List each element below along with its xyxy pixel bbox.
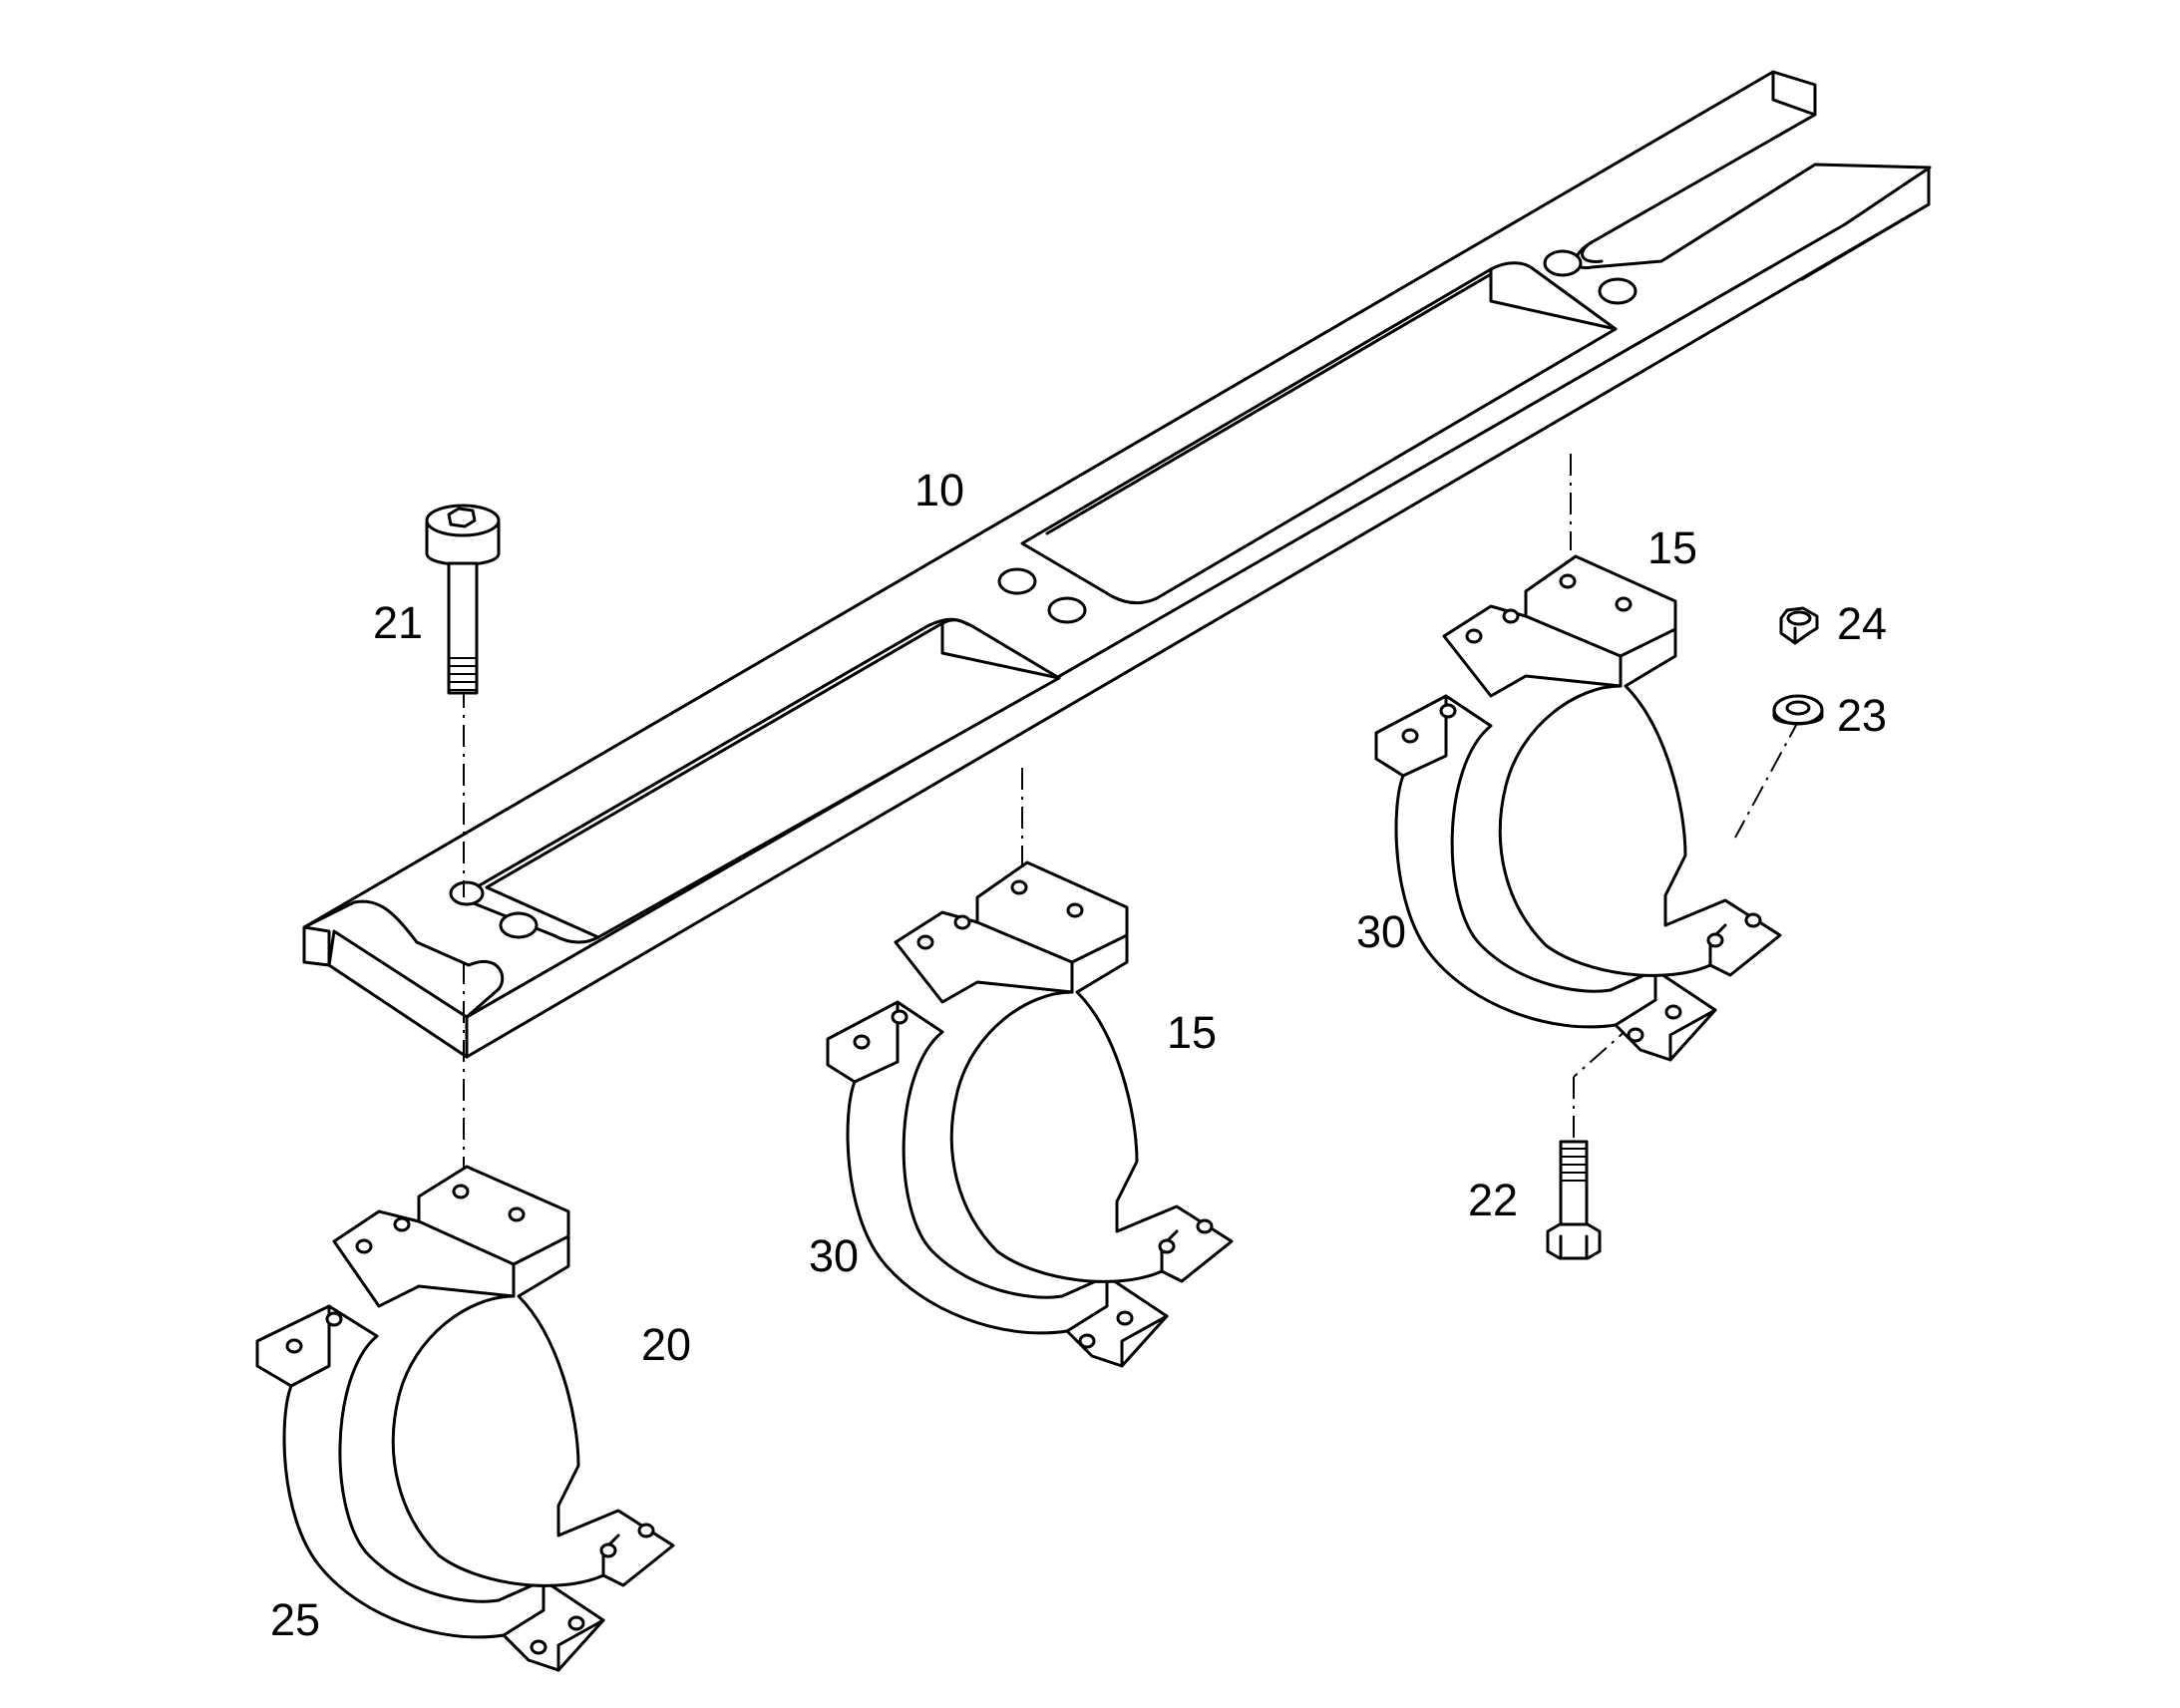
cap-screw-21 bbox=[425, 504, 501, 695]
nut-24 bbox=[1779, 606, 1819, 645]
label-22: 22 bbox=[1468, 1175, 1518, 1225]
washer-23 bbox=[1772, 694, 1824, 726]
label-15-right: 15 bbox=[1647, 522, 1697, 573]
clamp-middle-15-30 bbox=[826, 860, 1234, 1368]
hex-bolt-22 bbox=[1546, 1140, 1602, 1260]
label-21: 21 bbox=[373, 597, 423, 648]
label-30-middle: 30 bbox=[809, 1230, 859, 1281]
label-30-right: 30 bbox=[1356, 906, 1406, 957]
part-labels: 10 15 15 20 21 22 23 24 25 30 30 bbox=[270, 465, 1887, 1645]
label-15-middle: 15 bbox=[1167, 1007, 1217, 1058]
label-24: 24 bbox=[1837, 598, 1887, 649]
label-25: 25 bbox=[270, 1594, 320, 1645]
frame-10 bbox=[302, 70, 1932, 1059]
clamp-left-20-25 bbox=[255, 1165, 675, 1672]
label-10: 10 bbox=[914, 465, 964, 515]
clamp-right-15-30 bbox=[1374, 554, 1782, 1062]
label-23: 23 bbox=[1837, 690, 1887, 741]
label-20: 20 bbox=[641, 1319, 691, 1370]
